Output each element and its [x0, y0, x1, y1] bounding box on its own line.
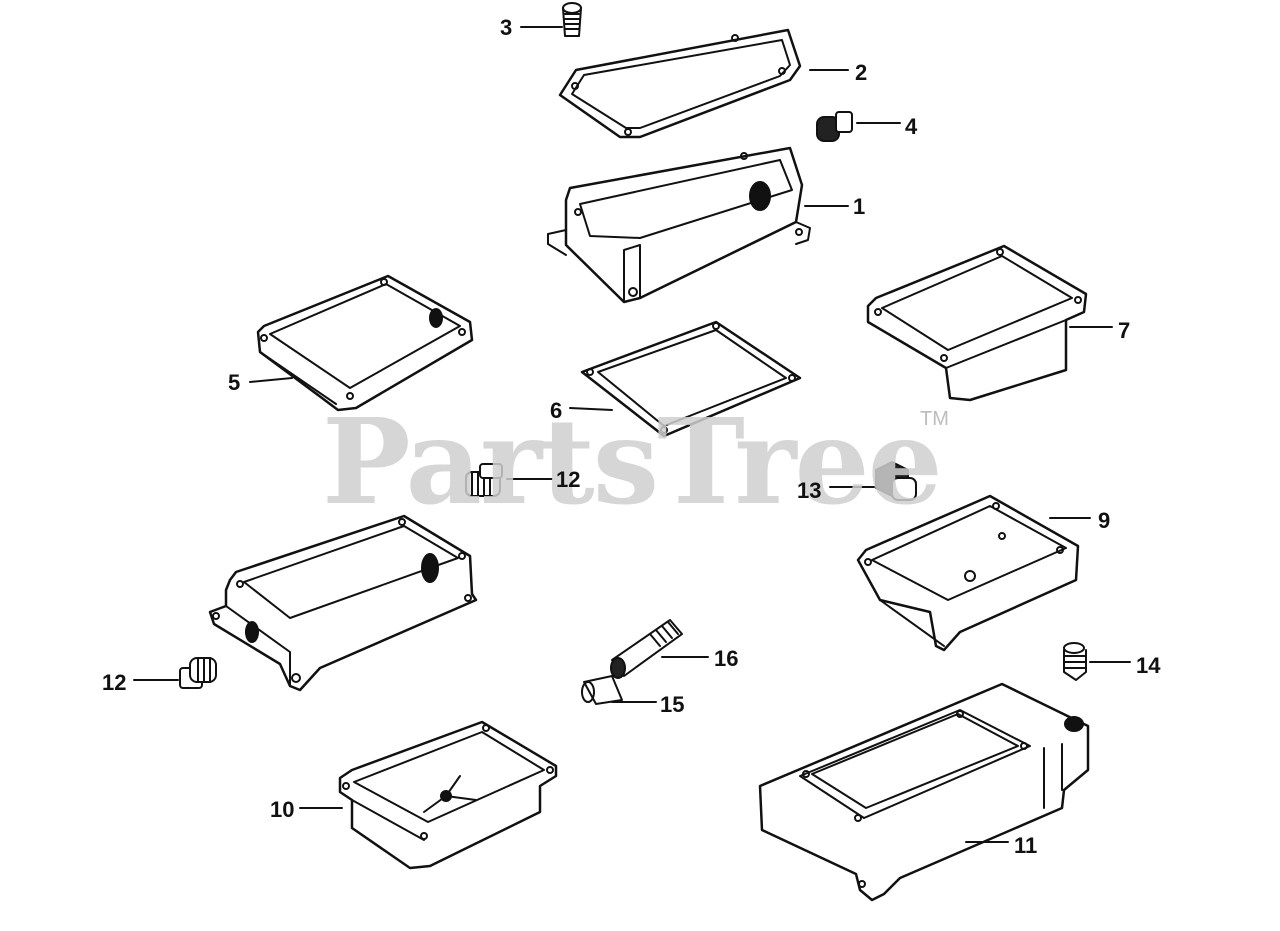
part-4-plug[interactable] [816, 111, 853, 142]
part-14-fitting[interactable] [1063, 642, 1087, 681]
callout-6[interactable]: 6 [550, 398, 563, 423]
part-11-base[interactable] [758, 682, 1090, 902]
leader-6 [569, 407, 613, 411]
callout-11[interactable]: 11 [1014, 833, 1038, 858]
callout-14[interactable]: 14 [1136, 653, 1161, 678]
callout-12-upper[interactable]: 12 [556, 467, 581, 492]
callout-10[interactable]: 10 [270, 797, 295, 822]
callout-12-lower[interactable]: 12 [102, 670, 127, 695]
callout-13[interactable]: 13 [797, 478, 822, 503]
part-12-plug-lower[interactable] [179, 657, 217, 689]
callout-9[interactable]: 9 [1098, 508, 1111, 533]
watermark-trademark: TM [920, 408, 949, 430]
part-15-pipe[interactable] [581, 675, 623, 705]
part-12-plug-upper[interactable] [465, 463, 503, 497]
leader-5 [249, 377, 293, 383]
callout-4[interactable]: 4 [905, 114, 918, 139]
part-5-housing[interactable] [256, 274, 474, 412]
part-10-pan[interactable] [338, 720, 558, 870]
callout-2[interactable]: 2 [855, 60, 868, 85]
part-housing-left[interactable] [208, 514, 478, 692]
callout-7[interactable]: 7 [1118, 318, 1131, 343]
part-6-gasket[interactable] [580, 320, 802, 438]
part-2-gasket[interactable] [558, 28, 802, 139]
part-7-housing[interactable] [866, 244, 1088, 402]
callout-3[interactable]: 3 [500, 15, 513, 40]
callout-16[interactable]: 16 [714, 646, 739, 671]
callout-1[interactable]: 1 [853, 194, 866, 219]
part-16-nipple[interactable] [610, 619, 683, 679]
part-9-housing[interactable] [856, 494, 1080, 652]
part-3-bolt[interactable] [562, 2, 582, 37]
watermark-brand: PartsTree [322, 392, 943, 531]
callout-15[interactable]: 15 [660, 692, 685, 717]
part-1-housing[interactable] [547, 146, 811, 304]
part-13-plug[interactable] [875, 461, 917, 501]
callout-5[interactable]: 5 [228, 370, 241, 395]
